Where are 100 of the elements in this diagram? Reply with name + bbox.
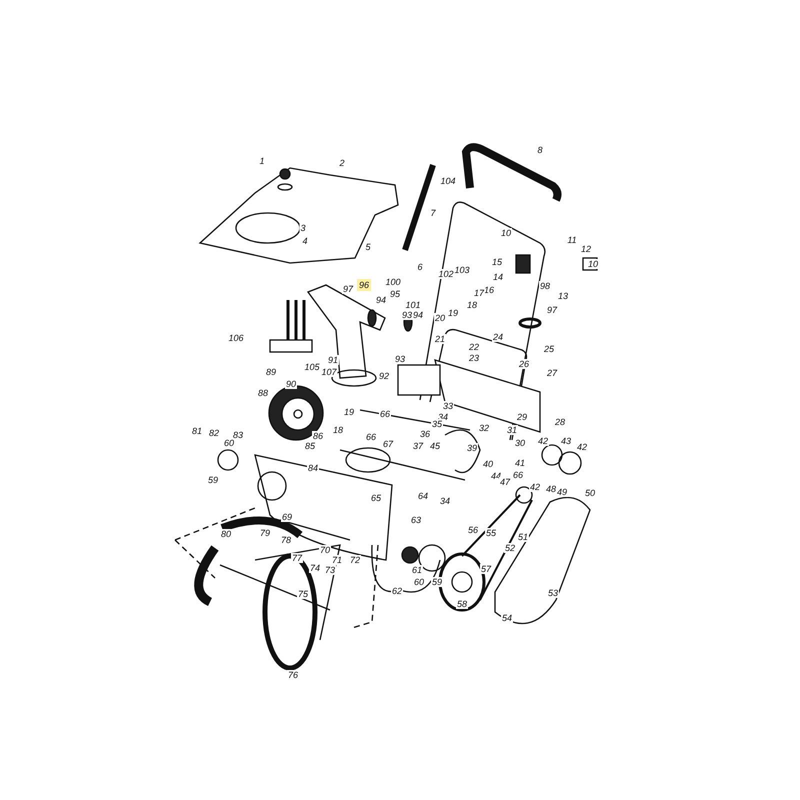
callout-number: 54 [501,613,513,623]
callout-number: 4 [302,236,308,246]
callout-number: 2 [338,158,346,168]
callout-number: 100 [384,277,402,287]
callout-number: 61 [411,565,423,575]
callout-number: 89 [265,367,277,377]
callout-number: 28 [554,417,566,427]
callout-number: 6 [416,262,424,272]
callout-number: 47 [499,477,511,487]
callout-number: 81 [191,426,203,436]
callout-number: 18 [332,425,344,435]
callout-number: 51 [517,532,529,542]
callout-number: 107 [320,367,338,377]
callout-number: 96 [357,279,371,291]
callout-number: 104 [439,176,457,186]
callout-number: 8 [536,145,544,155]
callout-number: 11 [566,235,578,245]
callout-number: 85 [304,441,316,451]
callout-number: 14 [492,272,504,282]
callout-number: 88 [257,388,269,398]
callout-number: 90 [285,379,297,389]
callout-number: 97 [342,284,354,294]
callout-number: 50 [584,488,596,498]
callout-number: 52 [504,543,516,553]
callout-number: 59 [431,577,443,587]
callout-number: 58 [456,599,468,609]
callout-number: 59 [207,475,219,485]
callout-number: 10 [587,259,599,269]
callout-number: 42 [537,436,549,446]
callout-number: 27 [546,368,558,378]
callout-number: 62 [391,586,403,596]
callout-number: 65 [370,493,382,503]
callout-number: 76 [287,670,299,680]
callout-number: 75 [297,589,309,599]
callout-number: 16 [483,285,495,295]
callout-number: 41 [514,458,526,468]
callout-number: 19 [343,407,355,417]
callout-number: 106 [227,333,245,343]
callout-number: 20 [434,313,446,323]
callout-number: 83 [232,430,244,440]
callout-number: 19 [447,308,459,318]
callout-number: 5 [364,242,372,252]
callout-number: 72 [349,555,361,565]
callout-number: 39 [466,443,478,453]
callout-number: 31 [506,425,518,435]
callout-number: 94 [375,295,387,305]
callout-number: 49 [556,487,568,497]
callout-number: 66 [512,470,524,480]
callout-number: 26 [518,359,530,369]
callout-number: 42 [576,442,588,452]
callout-number: 7 [430,208,436,218]
callout-number: 86 [312,431,324,441]
callout-number: 95 [389,289,401,299]
callout-number: 1 [258,156,266,166]
callout-number: 18 [466,300,478,310]
callout-number: 36 [419,429,431,439]
callout-number: 71 [331,555,343,565]
callout-number: 105 [303,362,321,372]
callout-number: 3 [300,223,306,233]
callout-number: 67 [382,439,394,449]
callout-number: 74 [309,563,321,573]
callout-number: 101 [404,300,422,310]
callout-number: 22 [468,342,480,352]
callout-number: 56 [467,525,479,535]
callout-number: 63 [410,515,422,525]
callout-number: 15 [491,257,503,267]
callout-number: 91 [327,355,339,365]
callout-number: 97 [546,305,558,315]
callout-number: 66 [365,432,377,442]
callout-number: 103 [453,265,471,275]
callout-number: 77 [291,553,303,563]
callout-number: 78 [280,535,292,545]
callout-number: 53 [547,588,559,598]
callout-number: 64 [417,491,429,501]
callout-number: 45 [429,441,441,451]
callout-number: 70 [319,545,331,555]
callout-number: 43 [560,436,572,446]
callout-number: 12 [580,244,592,254]
callout-number: 34 [439,496,451,506]
callout-number: 35 [431,419,443,429]
callout-number: 55 [485,528,497,538]
callout-number: 29 [516,412,528,422]
callout-number: 57 [480,564,492,574]
callout-number: 24 [492,332,504,342]
callout-number: 48 [545,484,557,494]
callout-number: 102 [437,269,455,279]
callout-number: 37 [412,441,424,451]
callout-number: 92 [378,371,390,381]
callout-number: 93 [394,354,406,364]
callout-number: 79 [259,528,271,538]
callout-number: 30 [514,438,526,448]
callout-number: 93 [401,310,413,320]
callout-number: 66 [379,409,391,419]
callout-number: 60 [413,577,425,587]
callout-number: 84 [307,463,319,473]
callout-number: 42 [529,482,541,492]
callout-number: 60 [223,438,235,448]
callout-number: 40 [482,459,494,469]
callout-number: 21 [434,334,446,344]
callout-number: 94 [412,310,424,320]
